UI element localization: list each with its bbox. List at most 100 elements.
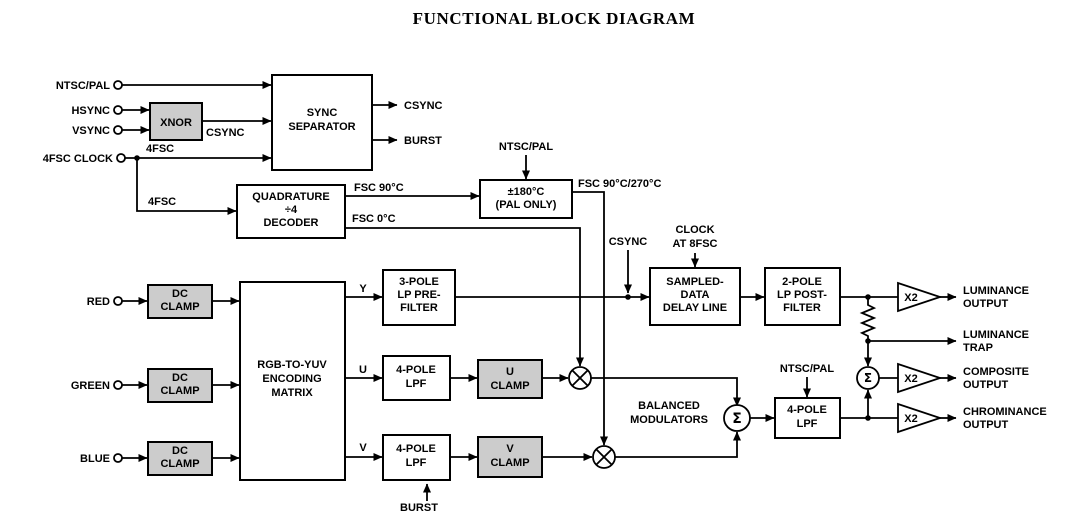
terminal-blue [113, 453, 123, 463]
prefilter-label-1: 3-POLE [399, 276, 439, 288]
label-luminance-trap-2: TRAP [963, 342, 993, 354]
prefilter-label-3: FILTER [400, 302, 438, 314]
label-fsc-90-270: FSC 90°C/270°C [578, 178, 661, 190]
block-quadrature-decoder: QUADRATURE ÷4 DECODER [236, 184, 346, 239]
sync-separator-box [271, 74, 373, 171]
label-fsc-90: FSC 90°C [354, 182, 404, 194]
delay-line-label-1: SAMPLED- [666, 276, 724, 288]
sync-separator-label-2: SEPARATOR [288, 121, 355, 133]
summer-circle [723, 404, 751, 432]
dc-clamp-green-label-1: DC [172, 372, 188, 384]
delay-line-label-3: DELAY LINE [663, 302, 727, 314]
xnor-box [149, 102, 203, 141]
label-4fsc-branch: 4FSC [148, 196, 176, 208]
postfilter-box [764, 267, 841, 326]
label-burst-insert: BURST [400, 502, 438, 514]
input-label-blue: BLUE [80, 453, 110, 465]
block-pal-switch: ±180°C (PAL ONLY) [479, 179, 573, 219]
label-y: Y [359, 283, 367, 295]
resistor [859, 297, 877, 341]
wire-4fsc-quad [136, 158, 237, 215]
amp-gain-label: X2 [904, 413, 917, 425]
rgb-matrix-label-3: MATRIX [271, 387, 313, 399]
v-clamp-label-1: V [506, 443, 514, 455]
label-csync-xnor: CSYNC [206, 127, 245, 139]
label-clock-1: CLOCK [675, 224, 714, 236]
lpf-v-box [382, 434, 451, 481]
u-clamp-box [477, 359, 543, 399]
dc-clamp-red-label-1: DC [172, 288, 188, 300]
pal-switch-label-1: ±180°C [508, 186, 545, 198]
junction-dot-csync [625, 294, 631, 300]
input-label-hsync: HSYNC [71, 105, 110, 117]
amp-gain-label: X2 [904, 292, 917, 304]
label-balanced-1: BALANCED [638, 400, 700, 412]
v-clamp-box [477, 436, 543, 478]
label-composite-output-2: OUTPUT [963, 379, 1009, 391]
summer-circle [856, 366, 880, 390]
terminal-red [113, 296, 123, 306]
xnor-label: XNOR [160, 117, 192, 129]
amp-triangle-icon [897, 362, 943, 394]
amp-triangle-icon [897, 402, 943, 434]
block-dc-clamp-green: DC CLAMP [147, 368, 213, 403]
dc-clamp-blue-label-2: CLAMP [160, 458, 199, 470]
prefilter-label-2: LP PRE- [397, 289, 441, 301]
label-fsc-0: FSC 0°C [352, 213, 396, 225]
block-prefilter: 3-POLE LP PRE- FILTER [382, 269, 456, 326]
block-postfilter: 2-POLE LP POST- FILTER [764, 267, 841, 326]
v-clamp-label-2: CLAMP [490, 457, 529, 469]
block-lpf-chroma: 4-POLE LPF [774, 397, 841, 439]
wire-fsc90270-modulator-v [572, 191, 608, 446]
quad-decoder-label-1: QUADRATURE [252, 191, 329, 203]
quad-decoder-label-2: ÷4 [285, 204, 298, 216]
signal-labels: CSYNC 4FSC 4FSC CSYNC BURST FSC 90°C FSC… [146, 100, 834, 514]
junction-dot-4fsc [134, 155, 140, 161]
terminal-hsync [113, 105, 123, 115]
lpf-chroma-label-1: 4-POLE [787, 404, 827, 416]
sigma-icon: Σ [864, 371, 872, 385]
postfilter-label-3: FILTER [783, 302, 821, 314]
input-label-vsync: VSYNC [72, 125, 110, 137]
input-label-green: GREEN [71, 380, 110, 392]
label-burst-output: BURST [404, 135, 442, 147]
wire-modv-summer [615, 431, 741, 458]
amp-chrominance: X2 [897, 402, 943, 434]
label-chrominance-output-2: OUTPUT [963, 419, 1009, 431]
block-sync-separator: SYNC SEPARATOR [271, 74, 373, 171]
block-dc-clamp-red: DC CLAMP [147, 284, 213, 319]
amp-triangle-icon [897, 281, 943, 313]
terminal-4fsc-clock [116, 153, 126, 163]
amp-composite: X2 [897, 362, 943, 394]
input-label-ntsc-pal: NTSC/PAL [56, 80, 110, 92]
label-luminance-output-1: LUMINANCE [963, 285, 1029, 297]
wire-modu-summer [591, 377, 741, 407]
label-csync-output: CSYNC [404, 100, 443, 112]
dc-clamp-blue-label-1: DC [172, 445, 188, 457]
label-u: U [359, 364, 367, 376]
input-label-red: RED [87, 296, 110, 308]
label-ntscpal-palswitch: NTSC/PAL [499, 141, 553, 153]
postfilter-label-2: LP POST- [777, 289, 827, 301]
block-dc-clamp-blue: DC CLAMP [147, 441, 213, 476]
dc-clamp-blue-box [147, 441, 213, 476]
dc-clamp-red-box [147, 284, 213, 319]
label-4fsc-top: 4FSC [146, 143, 174, 155]
dc-clamp-green-box [147, 368, 213, 403]
delay-line-box [649, 267, 741, 326]
block-rgb-matrix: RGB-TO-YUV ENCODING MATRIX [239, 281, 346, 481]
junction-dot-luma [865, 294, 871, 300]
label-clock-2: AT 8FSC [672, 238, 717, 250]
summer-chroma: Σ [723, 404, 751, 432]
input-label-4fsc-clock: 4FSC CLOCK [43, 153, 113, 165]
block-xnor: XNOR [149, 102, 203, 141]
dc-clamp-green-label-2: CLAMP [160, 385, 199, 397]
wire-fsc0-modulator-u [345, 227, 584, 367]
prefilter-box [382, 269, 456, 326]
label-ntscpal-chroma: NTSC/PAL [780, 363, 834, 375]
u-clamp-label-2: CLAMP [490, 380, 529, 392]
junction-dot-trap [865, 338, 871, 344]
amp-luminance: X2 [897, 281, 943, 313]
terminal-ntsc-pal [113, 80, 123, 90]
multiplier-x-icon [595, 448, 613, 466]
